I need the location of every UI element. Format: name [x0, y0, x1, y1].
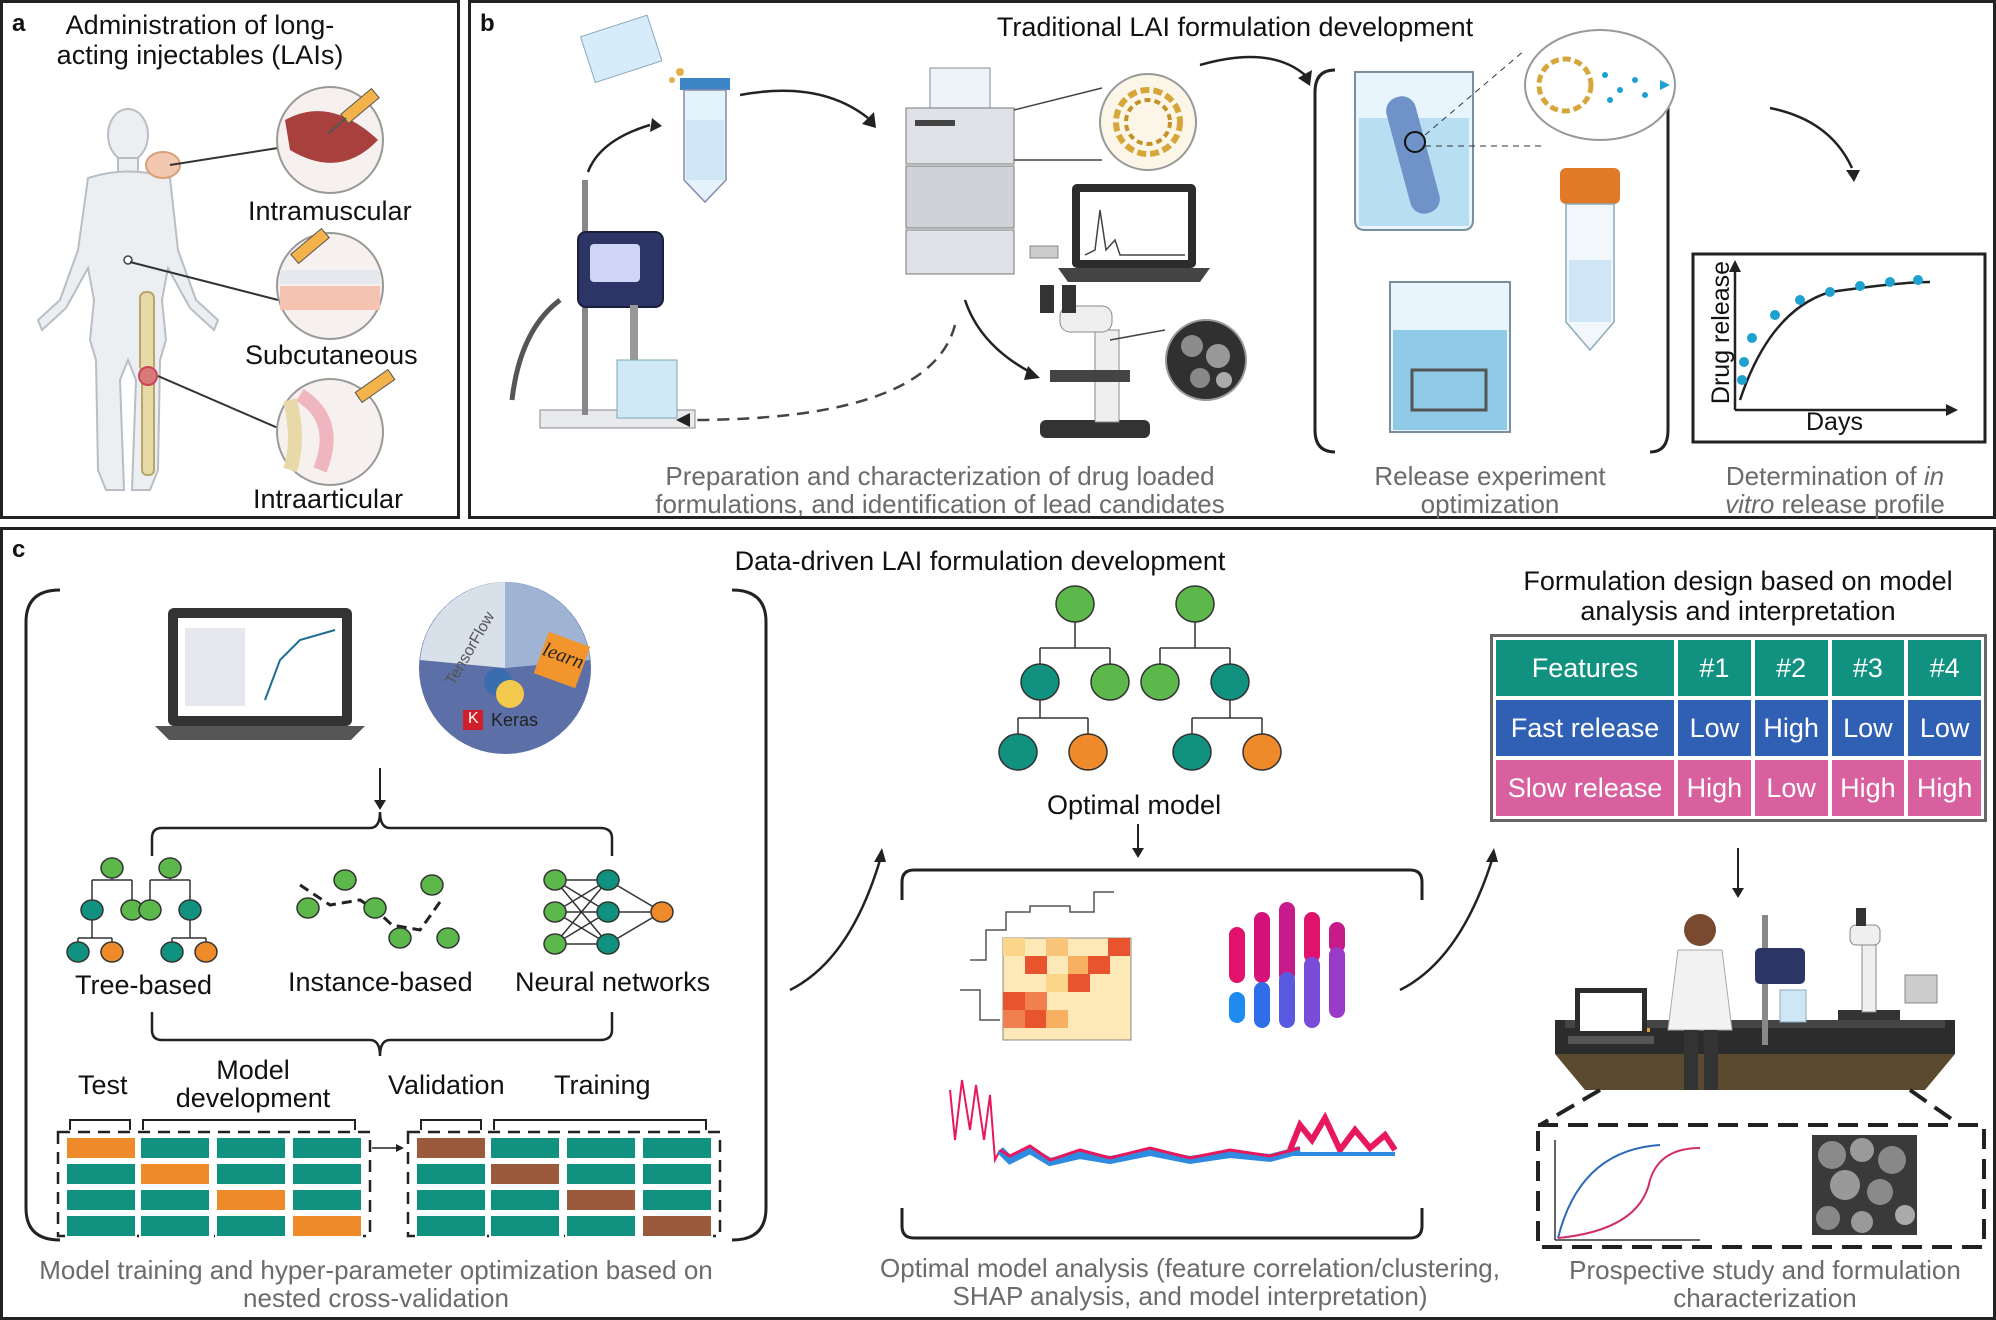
keras-logo-k: K — [468, 710, 479, 727]
nanoparticle-icon — [1013, 73, 1197, 171]
human-body-icon — [36, 108, 220, 491]
panel-b-title: Traditional LAI formulation development — [996, 12, 1474, 42]
beaker-icon — [1354, 71, 1474, 231]
site-intraarticular: Intraarticular — [253, 484, 404, 514]
formulation-design-table: Features #1 #2 #3 #4 Fast release Low Hi… — [1490, 634, 1987, 822]
design-header-4: #4 — [1908, 640, 1981, 696]
model-type-tree: Tree-based — [75, 970, 213, 1000]
syringe-icon — [290, 227, 330, 265]
design-cell: Fast release — [1496, 700, 1674, 756]
laptop-icon — [155, 608, 365, 740]
caption-prospective-study: Prospective study and formulation charac… — [1569, 1255, 1961, 1313]
beaker-icon — [1389, 281, 1511, 433]
panel-a-letter: a — [12, 10, 26, 37]
optimal-model-label: Optimal model — [1047, 790, 1222, 820]
falcon-tube-icon — [1560, 168, 1620, 352]
panel-a-title: Administration of long-acting injectable… — [56, 10, 344, 70]
design-title: Formulation design based on model analys… — [1523, 566, 1953, 626]
design-cell: Slow release — [1496, 760, 1674, 816]
caption-release-profile: Determination of in vitro release profil… — [1725, 461, 1945, 519]
sem-image-icon — [1812, 1135, 1917, 1235]
optimal-model-tree-icon — [998, 585, 1282, 771]
model-type-instance: Instance-based — [288, 967, 473, 997]
shap-waveform-icon — [949, 1079, 1398, 1167]
release-data-points — [1737, 275, 1923, 385]
design-cell: High — [1754, 700, 1828, 756]
split-label-training: Training — [554, 1070, 651, 1100]
keras-logo-text: Keras — [491, 710, 539, 730]
caption-model-training: Model training and hyper-parameter optim… — [39, 1255, 713, 1313]
design-row-slow: Slow release High Low High High — [1496, 760, 1981, 816]
release-profile-plot — [1691, 252, 1987, 444]
release-curves-icon — [1554, 1140, 1701, 1241]
leg-bone-icon — [138, 291, 158, 476]
design-cell: Low — [1908, 700, 1981, 756]
heatmap-icon — [960, 891, 1132, 1041]
design-cell: High — [1678, 760, 1751, 816]
split-label-validation: Validation — [388, 1070, 505, 1100]
instance-based-icon — [296, 869, 460, 949]
cv-grid-outer — [56, 1119, 722, 1238]
design-header-2: #2 — [1754, 640, 1828, 696]
split-label-test: Test — [78, 1070, 128, 1100]
microscope-icon — [1838, 908, 1938, 1020]
stirrer-icon — [1755, 915, 1807, 1045]
plot-xlabel: Days — [1806, 408, 1863, 436]
intraarticular-detail-icon — [276, 368, 396, 486]
falcon-tube-icon — [680, 78, 730, 204]
design-header-1: #1 — [1678, 640, 1751, 696]
scientist-icon — [1667, 914, 1733, 1090]
beaker-icon — [579, 14, 663, 84]
syringe-icon — [327, 87, 380, 135]
laptop-icon — [1029, 184, 1210, 282]
design-header-3: #3 — [1831, 640, 1905, 696]
panel-b-letter: b — [480, 10, 495, 37]
site-subcutaneous: Subcutaneous — [245, 340, 418, 370]
beaker-icon — [616, 359, 678, 419]
panel-c-title: Data-driven LAI formulation development — [734, 546, 1226, 576]
shap-icon — [1229, 902, 1345, 1028]
sem-image-icon — [1109, 319, 1247, 401]
caption-model-analysis: Optimal model analysis (feature correlat… — [880, 1253, 1500, 1311]
panel-c-letter: c — [12, 536, 26, 563]
design-header-features: Features — [1496, 640, 1674, 696]
laptop-icon — [1568, 988, 1654, 1044]
caption-release-optimization: Release experiment optimization — [1374, 461, 1606, 519]
design-row-fast: Fast release Low High Low Low — [1496, 700, 1981, 756]
stirrer-icon — [509, 180, 696, 429]
hplc-icon — [905, 67, 1015, 275]
subcutaneous-detail-icon — [276, 227, 384, 340]
syringe-icon — [354, 368, 396, 404]
intramuscular-detail-icon — [276, 86, 384, 194]
caption-preparation: Preparation and characterization of drug… — [655, 461, 1225, 519]
site-intramuscular: Intramuscular — [248, 196, 412, 226]
neural-network-icon — [543, 869, 674, 955]
design-cell: High — [1831, 760, 1905, 816]
design-cell: High — [1908, 760, 1981, 816]
microscope-icon — [1040, 285, 1150, 438]
design-cell: Low — [1678, 700, 1751, 756]
split-label-model-development: Model development — [175, 1055, 331, 1113]
design-cell: Low — [1831, 700, 1905, 756]
design-cell: Low — [1754, 760, 1828, 816]
model-type-neural: Neural networks — [515, 967, 711, 997]
design-table-header: Features #1 #2 #3 #4 — [1496, 640, 1981, 696]
ml-libraries-icon — [419, 582, 591, 754]
